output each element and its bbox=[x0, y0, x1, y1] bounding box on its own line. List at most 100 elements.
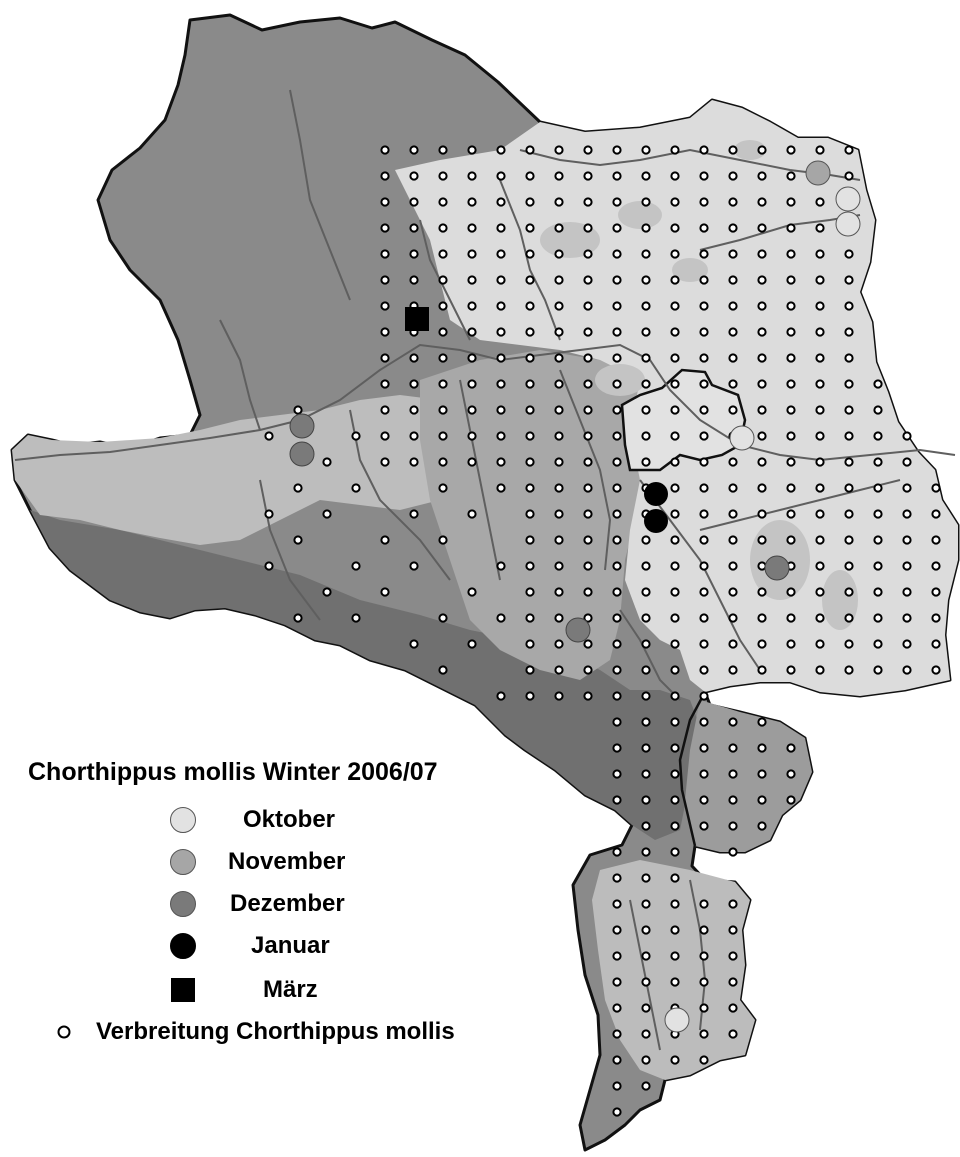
distribution-dot bbox=[438, 405, 448, 415]
legend-item-verbreitung: Verbreitung Chorthippus mollis bbox=[28, 1012, 548, 1052]
distribution-dot bbox=[641, 457, 651, 467]
distribution-dot bbox=[467, 353, 477, 363]
obs-dezember bbox=[764, 555, 790, 581]
distribution-dot bbox=[670, 639, 680, 649]
distribution-dot bbox=[583, 353, 593, 363]
black-circle-icon bbox=[170, 933, 196, 959]
distribution-dot bbox=[641, 769, 651, 779]
distribution-dot bbox=[757, 717, 767, 727]
distribution-dot bbox=[728, 639, 738, 649]
distribution-dot bbox=[612, 743, 622, 753]
distribution-dot bbox=[641, 691, 651, 701]
distribution-dot bbox=[728, 535, 738, 545]
alpine-zone bbox=[30, 510, 705, 840]
distribution-dot bbox=[757, 587, 767, 597]
obs-dezember bbox=[289, 413, 315, 439]
distribution-dot bbox=[670, 691, 680, 701]
distribution-dot bbox=[699, 587, 709, 597]
distribution-dot bbox=[380, 197, 390, 207]
distribution-dot bbox=[525, 691, 535, 701]
distribution-dot bbox=[583, 587, 593, 597]
distribution-dot bbox=[786, 405, 796, 415]
distribution-dot bbox=[670, 795, 680, 805]
distribution-dot bbox=[641, 717, 651, 727]
obs-januar bbox=[644, 509, 668, 533]
distribution-dot bbox=[815, 327, 825, 337]
distribution-dot bbox=[612, 639, 622, 649]
distribution-dot bbox=[583, 249, 593, 259]
distribution-dot bbox=[583, 431, 593, 441]
distribution-dot bbox=[815, 561, 825, 571]
distribution-dot bbox=[815, 431, 825, 441]
distribution-dot bbox=[844, 639, 854, 649]
distribution-dot bbox=[467, 301, 477, 311]
distribution-dot bbox=[467, 197, 477, 207]
distribution-dot bbox=[641, 1055, 651, 1065]
distribution-dot bbox=[525, 483, 535, 493]
legend-title: Chorthippus mollis Winter 2006/07 bbox=[28, 758, 438, 786]
distribution-dot bbox=[641, 613, 651, 623]
distribution-dot bbox=[873, 405, 883, 415]
distribution-dot bbox=[786, 587, 796, 597]
distribution-dot bbox=[380, 171, 390, 181]
distribution-dot bbox=[641, 899, 651, 909]
distribution-dot bbox=[815, 145, 825, 155]
distribution-dot bbox=[612, 431, 622, 441]
south-hills bbox=[685, 700, 812, 852]
distribution-dot bbox=[612, 1003, 622, 1013]
distribution-dot bbox=[583, 613, 593, 623]
distribution-dot bbox=[931, 665, 941, 675]
distribution-dot bbox=[612, 613, 622, 623]
distribution-dot bbox=[525, 665, 535, 675]
distribution-dot bbox=[496, 301, 506, 311]
distribution-dot bbox=[873, 483, 883, 493]
distribution-dot bbox=[728, 249, 738, 259]
distribution-dot bbox=[583, 483, 593, 493]
distribution-dot bbox=[699, 665, 709, 675]
distribution-dot bbox=[844, 665, 854, 675]
distribution-dot bbox=[815, 405, 825, 415]
distribution-dot bbox=[641, 587, 651, 597]
distribution-dot bbox=[583, 405, 593, 415]
distribution-dot bbox=[902, 431, 912, 441]
distribution-dot bbox=[496, 249, 506, 259]
dark-circle-icon bbox=[170, 891, 196, 917]
distribution-dot bbox=[467, 379, 477, 389]
distribution-dot bbox=[728, 1029, 738, 1039]
observations bbox=[289, 160, 861, 1033]
distribution-dot bbox=[699, 795, 709, 805]
legend-item-dezember: Dezember bbox=[28, 884, 548, 924]
distribution-dot bbox=[844, 509, 854, 519]
distribution-dot bbox=[670, 405, 680, 415]
distribution-dot bbox=[612, 951, 622, 961]
distribution-dot bbox=[409, 171, 419, 181]
distribution-dot bbox=[438, 483, 448, 493]
distribution-dot bbox=[641, 821, 651, 831]
distribution-dot bbox=[670, 197, 680, 207]
distribution-dot bbox=[612, 483, 622, 493]
distribution-dot bbox=[525, 405, 535, 415]
distribution-dot bbox=[525, 535, 535, 545]
distribution-dot bbox=[699, 639, 709, 649]
distribution-dot bbox=[699, 431, 709, 441]
distribution-dot bbox=[554, 431, 564, 441]
obs-oktober bbox=[835, 211, 861, 237]
distribution-dot bbox=[873, 509, 883, 519]
distribution-dot bbox=[612, 509, 622, 519]
distribution-dot bbox=[641, 249, 651, 259]
distribution-dot bbox=[757, 665, 767, 675]
distribution-dot bbox=[786, 145, 796, 155]
small-circle-icon bbox=[57, 1025, 71, 1039]
legend-label: März bbox=[263, 976, 318, 1003]
distribution-dot bbox=[728, 301, 738, 311]
distribution-dot bbox=[728, 665, 738, 675]
distribution-dot bbox=[612, 249, 622, 259]
distribution-dot bbox=[409, 431, 419, 441]
distribution-dot bbox=[786, 431, 796, 441]
distribution-dot bbox=[496, 223, 506, 233]
distribution-dot bbox=[612, 925, 622, 935]
distribution-dot bbox=[699, 223, 709, 233]
distribution-dot bbox=[786, 223, 796, 233]
